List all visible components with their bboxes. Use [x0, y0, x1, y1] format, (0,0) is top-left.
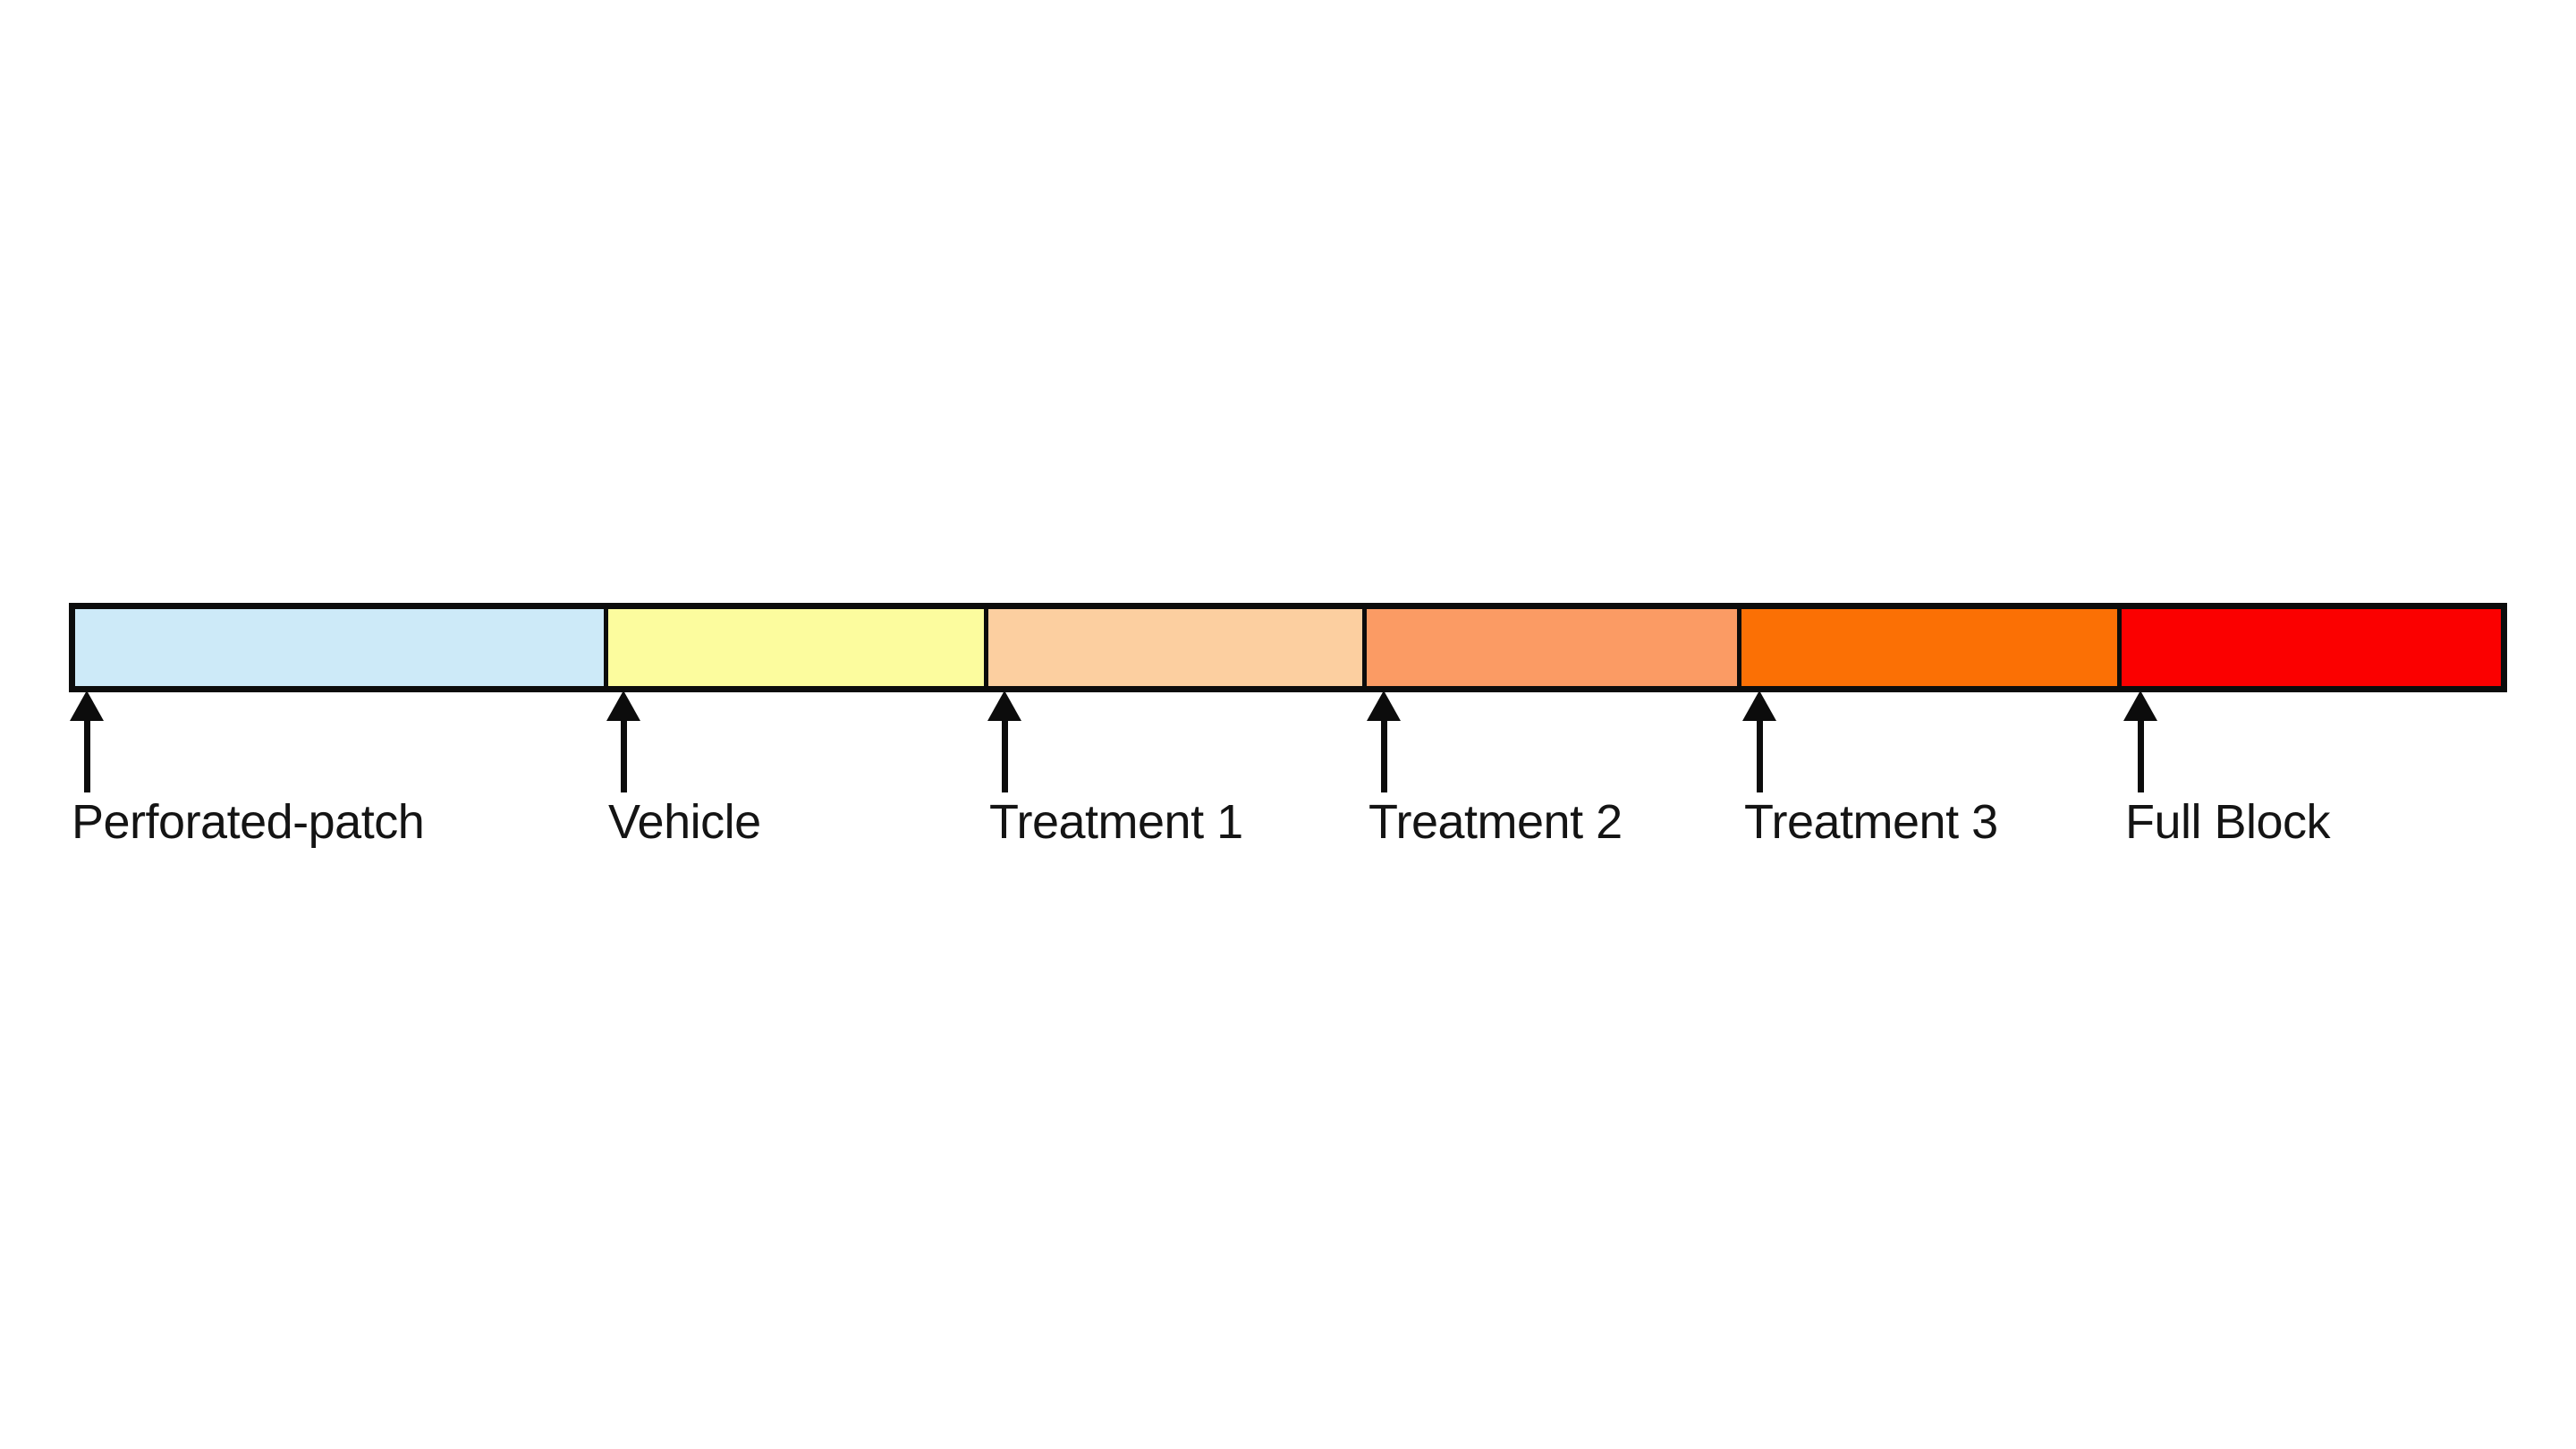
up-arrow-icon [1367, 691, 1401, 721]
up-arrow-tail [2137, 719, 2144, 792]
up-arrow-icon [987, 691, 1021, 721]
up-arrow-tail [1001, 719, 1008, 792]
segment-treatment-2 [1362, 609, 1738, 686]
up-arrow-icon [2123, 691, 2157, 721]
up-arrow-tail [620, 719, 627, 792]
up-arrow-icon [70, 691, 104, 721]
marker-label-treatment-1: Treatment 1 [989, 795, 1243, 849]
up-arrow-icon [1742, 691, 1776, 721]
marker-label-perforated-patch: Perforated-patch [72, 795, 425, 849]
segment-perforated-patch [75, 609, 605, 686]
segment-treatment-3 [1737, 609, 2118, 686]
marker-label-vehicle: Vehicle [608, 795, 761, 849]
segment-full-block [2117, 609, 2501, 686]
marker-label-treatment-2: Treatment 2 [1368, 795, 1623, 849]
segment-vehicle [604, 609, 985, 686]
timeline-bar [69, 603, 2507, 692]
up-arrow-tail [1380, 719, 1387, 792]
up-arrow-tail [83, 719, 90, 792]
segment-treatment-1 [984, 609, 1363, 686]
marker-label-full-block: Full Block [2125, 795, 2331, 849]
up-arrow-icon [606, 691, 640, 721]
marker-label-treatment-3: Treatment 3 [1744, 795, 1998, 849]
up-arrow-tail [1756, 719, 1763, 792]
